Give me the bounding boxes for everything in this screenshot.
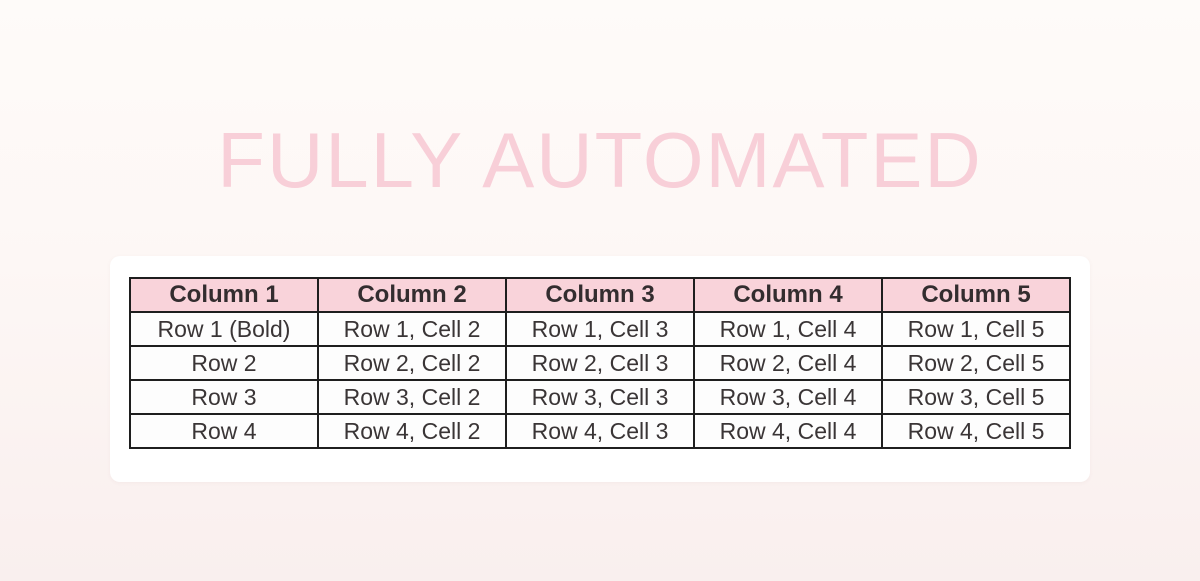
table-row-4: Row 4 Row 4, Cell 2 Row 4, Cell 3 Row 4,…: [129, 413, 1071, 449]
table-row-3: Row 3 Row 3, Cell 2 Row 3, Cell 3 Row 3,…: [129, 379, 1071, 415]
table-cell: Row 4, Cell 3: [505, 413, 695, 449]
table-cell: Row 4: [129, 413, 319, 449]
table-cell: Row 2, Cell 3: [505, 345, 695, 381]
column-header-3: Column 3: [505, 277, 695, 313]
table-cell: Row 3: [129, 379, 319, 415]
table-row-1: Row 1 (Bold) Row 1, Cell 2 Row 1, Cell 3…: [129, 311, 1071, 347]
table-cell: Row 2, Cell 4: [693, 345, 883, 381]
table-cell: Row 1, Cell 4: [693, 311, 883, 347]
column-header-4: Column 4: [693, 277, 883, 313]
watermark-text: FULLY AUTOMATED: [217, 116, 983, 204]
column-header-5: Column 5: [881, 277, 1071, 313]
table-cell: Row 2, Cell 2: [317, 345, 507, 381]
table-cell: Row 1, Cell 3: [505, 311, 695, 347]
data-table: Column 1 Column 2 Column 3 Column 4 Colu…: [129, 277, 1071, 449]
table-cell: Row 3, Cell 5: [881, 379, 1071, 415]
table-cell: Row 1, Cell 2: [317, 311, 507, 347]
column-header-1: Column 1: [129, 277, 319, 313]
table-row-2: Row 2 Row 2, Cell 2 Row 2, Cell 3 Row 2,…: [129, 345, 1071, 381]
table-cell: Row 4, Cell 5: [881, 413, 1071, 449]
table-cell: Row 3, Cell 3: [505, 379, 695, 415]
table-card: Column 1 Column 2 Column 3 Column 4 Colu…: [110, 256, 1090, 482]
column-header-2: Column 2: [317, 277, 507, 313]
table-cell: Row 4, Cell 4: [693, 413, 883, 449]
table-cell: Row 3, Cell 4: [693, 379, 883, 415]
table-cell: Row 2: [129, 345, 319, 381]
table-cell: Row 4, Cell 2: [317, 413, 507, 449]
table-cell: Row 3, Cell 2: [317, 379, 507, 415]
table-header-row: Column 1 Column 2 Column 3 Column 4 Colu…: [129, 277, 1071, 313]
table-cell: Row 1, Cell 5: [881, 311, 1071, 347]
table-cell: Row 1 (Bold): [129, 311, 319, 347]
table-cell: Row 2, Cell 5: [881, 345, 1071, 381]
